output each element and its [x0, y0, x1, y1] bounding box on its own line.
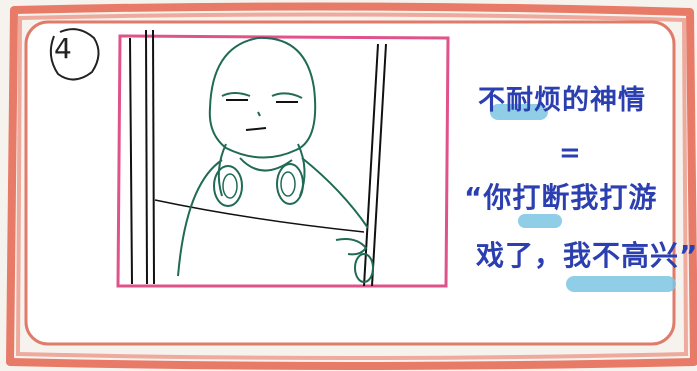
door-knob	[354, 253, 374, 283]
caption-equals: =	[559, 138, 582, 168]
hand	[335, 238, 368, 256]
caption-line-2: “你打断我打游	[464, 181, 658, 214]
left-shoulder	[177, 159, 223, 277]
highlight-1	[490, 104, 548, 120]
panel-number-circle	[49, 28, 100, 81]
outer-frame-shadow	[15, 12, 689, 360]
left-brow	[221, 92, 251, 97]
shirt-collar	[239, 157, 293, 172]
right-post-1	[363, 43, 379, 287]
highlight-3	[566, 276, 676, 292]
right-brow	[271, 92, 303, 99]
left-post-3	[152, 29, 155, 285]
floor-line	[154, 199, 365, 233]
highlight-2	[518, 214, 562, 228]
caption-line-1: 不耐烦的神情	[478, 85, 646, 116]
right-post-2	[371, 43, 387, 287]
nose	[257, 111, 261, 117]
left-post-2	[145, 29, 148, 285]
headphones-icon	[213, 143, 306, 207]
inner-card	[24, 20, 676, 346]
panel-number: 4	[54, 32, 72, 65]
mouth	[245, 127, 267, 131]
right-shoulder	[301, 157, 369, 229]
outer-frame	[6, 2, 697, 370]
screen-frame	[116, 34, 450, 288]
caption-line-3: 戏了，我不高兴”	[476, 239, 697, 272]
bald-character-head	[208, 36, 317, 159]
left-post-1	[129, 37, 133, 285]
